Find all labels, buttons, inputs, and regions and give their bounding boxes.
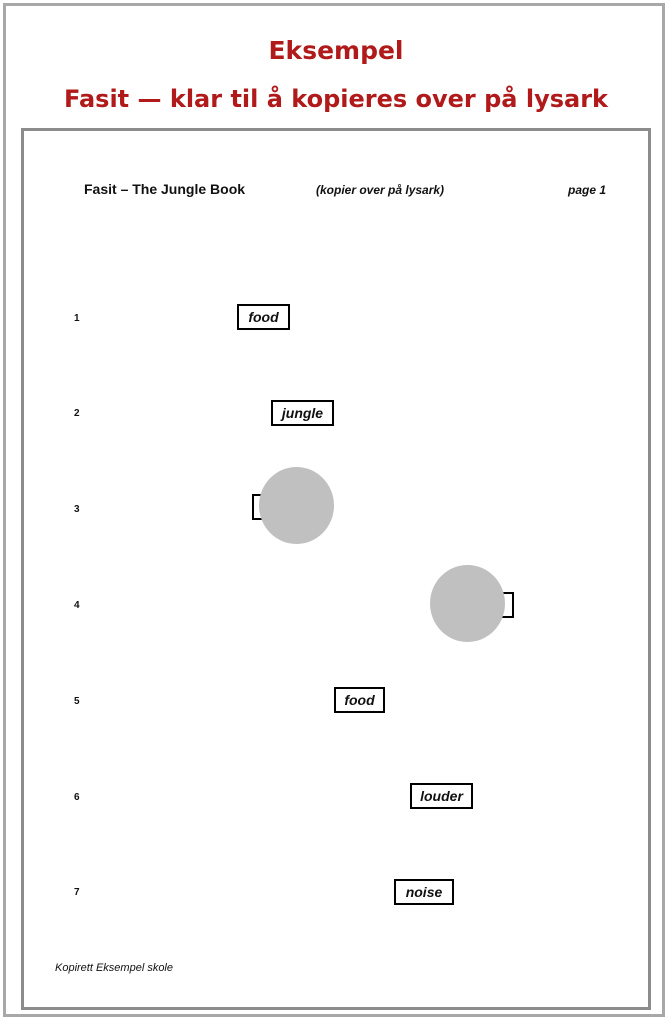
row-number-1: 1 <box>74 313 80 324</box>
row-number-2: 2 <box>74 408 80 419</box>
cover-circle-4 <box>430 565 505 642</box>
cover-circle-3 <box>259 467 334 544</box>
answer-sheet <box>21 128 651 1010</box>
answer-box-7: noise <box>394 879 454 905</box>
row-number-4: 4 <box>74 600 80 611</box>
page-number: page 1 <box>568 183 607 197</box>
row-number-5: 5 <box>74 696 80 707</box>
answer-box-2: jungle <box>271 400 334 426</box>
row-number-3: 3 <box>74 504 80 515</box>
row-number-7: 7 <box>74 887 80 898</box>
answer-box-6: louder <box>410 783 473 809</box>
answer-box-5: food <box>334 687 385 713</box>
page-title: Eksempel <box>268 36 404 65</box>
sheet-note: (kopier over på lysark) <box>316 183 445 197</box>
answer-box-1: food <box>237 304 290 330</box>
row-number-6: 6 <box>74 792 80 803</box>
copyright-footer: Kopirett Eksempel skole <box>55 962 173 974</box>
sheet-title: Fasit – The Jungle Book <box>84 181 246 197</box>
page-subtitle: Fasit — klar til å kopieres over på lysa… <box>63 85 608 113</box>
